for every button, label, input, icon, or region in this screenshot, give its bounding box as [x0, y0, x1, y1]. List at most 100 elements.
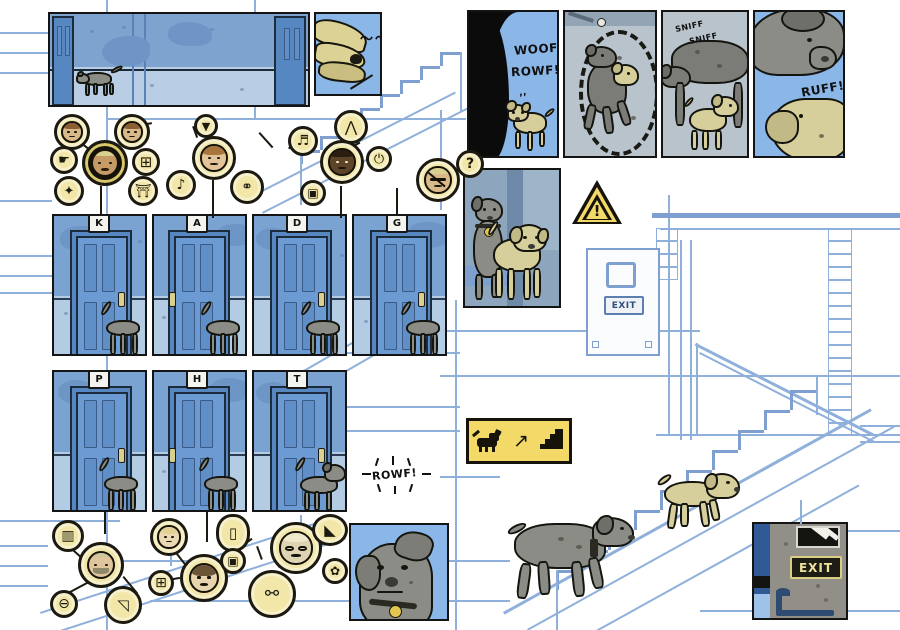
node-face-child-1[interactable] [54, 114, 90, 150]
strip-puppy-2 [683, 94, 741, 152]
stairwell-dogs [500, 455, 750, 630]
hallway-door-left [52, 16, 74, 105]
door-dog-A [199, 299, 245, 354]
strip-panel-woof: WOOF! ROWF! ,, [467, 10, 559, 158]
door-label-H: H [186, 370, 208, 389]
node-question[interactable]: ? [456, 150, 484, 178]
arrow-up-right-icon: ↗ [513, 429, 529, 452]
two-dogs-puppy [486, 218, 555, 306]
door-label-D: D [286, 214, 308, 233]
node-bone-paws[interactable]: ⚯ [248, 570, 296, 618]
candy-icon: ✦ [63, 183, 75, 199]
door-label-T: T [286, 370, 308, 389]
dog-silhouette-icon [472, 428, 503, 452]
question-icon: ? [465, 156, 475, 172]
strip-panel-ruff: RUFF! [753, 10, 845, 158]
avatar-child-1 [61, 121, 83, 143]
stairwell-big-dog [506, 513, 640, 623]
node-face-teen[interactable] [192, 136, 236, 180]
node-face-girl[interactable] [150, 518, 188, 556]
node-coffee[interactable]: ▣ [300, 180, 326, 206]
strip-panel-circle [563, 10, 657, 158]
warning-triangle: ! [572, 180, 622, 226]
hallway-panel [48, 12, 310, 107]
avatar-old-man [86, 550, 116, 580]
rowf-text: ROWF! [371, 466, 418, 483]
node-compass[interactable]: ⋀ [334, 110, 368, 144]
exit-lit-text: EXIT [790, 556, 842, 579]
sfx-rowf: ROWF! [510, 62, 559, 80]
minus-icon: ⊖ [58, 596, 70, 612]
node-bottle[interactable]: ▯ [216, 514, 250, 552]
grid-icon: ⊞ [139, 152, 153, 171]
node-face-child-2[interactable] [114, 114, 150, 150]
node-bicycle[interactable]: ⚭ [230, 170, 264, 204]
dog-nose-closeup-panel: 〜〜〜 [314, 12, 382, 96]
avatar-main [90, 148, 120, 178]
cup-icon: ▣ [227, 554, 239, 568]
door-dog-P [97, 455, 145, 510]
lamp-icon: ◹ [117, 595, 129, 614]
node-book[interactable]: ▥ [52, 520, 84, 552]
bicycle-icon: ⚭ [241, 179, 253, 195]
strip-big-dog [663, 40, 747, 134]
node-face-beard[interactable] [320, 140, 364, 184]
guitar-icon: ♪ [176, 177, 186, 193]
coffee-icon: ▣ [307, 186, 319, 200]
rowf-burst: ROWF! [360, 456, 440, 494]
strip-dog-circling [579, 40, 651, 150]
bottle-icon: ▯ [228, 523, 238, 542]
hallway-dog [76, 64, 124, 98]
door-dog-G [399, 299, 445, 354]
door-label-P: P [88, 370, 110, 389]
avatar-shades [424, 166, 452, 194]
node-face-old-man[interactable] [78, 542, 124, 588]
icon-cluster-top: ☛ ✦ ⊞ ⛩ ▼ ♪ ⚭ [44, 108, 484, 218]
bench-icon: ⛩ [134, 183, 152, 199]
node-hand[interactable]: ☛ [50, 146, 78, 174]
dog-stairs-sign[interactable]: ↗ [466, 418, 572, 464]
avatar-child-2 [121, 121, 143, 143]
triangle-down-icon: ▼ [201, 119, 211, 133]
door-dog-K [99, 299, 145, 354]
sfx-ruff: RUFF! [800, 78, 845, 100]
two-dogs-panel [463, 168, 561, 308]
door-label-K: K [88, 214, 110, 233]
node-minus[interactable]: ⊖ [50, 590, 78, 618]
door-label-G: G [386, 214, 408, 233]
avatar-teen [200, 144, 228, 172]
node-grid[interactable]: ⊞ [132, 148, 160, 176]
sfx-sniff-1: SNIFF [674, 19, 705, 34]
warning-exclamation-icon: ! [593, 202, 601, 220]
node-lamp[interactable]: ◹ [104, 586, 142, 624]
avatar-woman [188, 562, 220, 594]
avatar-beard [328, 148, 356, 176]
icon-cluster-bottom: ▥ ⊖ ◹ [44, 512, 354, 630]
node-cup[interactable]: ▣ [220, 548, 246, 574]
node-candy[interactable]: ✦ [54, 176, 84, 206]
strip-puppy-1 [505, 98, 557, 156]
door-dog-T-barking [293, 455, 345, 510]
strip-panel-sniff: SNIFF SNIFF [661, 10, 749, 158]
door-label-A: A [186, 214, 208, 233]
book-icon: ▥ [61, 528, 75, 544]
node-triangle-down[interactable]: ▼ [194, 114, 218, 138]
compass-icon: ⋀ [344, 117, 358, 136]
node-music-note[interactable]: ♬ [288, 126, 318, 156]
node-guitar[interactable]: ♪ [166, 170, 196, 200]
grid-2-icon: ⊞ [155, 575, 167, 591]
exit-door-photo-panel: EXIT [752, 522, 848, 620]
node-power[interactable]: ⏻ [366, 146, 392, 172]
door-dog-H [197, 455, 245, 510]
node-teapot[interactable]: ◣ [312, 514, 348, 546]
node-face-dark-main[interactable] [82, 140, 128, 186]
node-plant[interactable]: ✿ [322, 558, 348, 584]
node-face-shades[interactable] [416, 158, 460, 202]
avatar-girl [157, 525, 181, 549]
exit-plate-text: EXIT [604, 296, 644, 315]
node-grid-2[interactable]: ⊞ [148, 570, 174, 596]
dog-portrait-panel [349, 523, 449, 621]
stairwell-puppy [655, 469, 750, 543]
node-bench[interactable]: ⛩ [128, 176, 158, 206]
